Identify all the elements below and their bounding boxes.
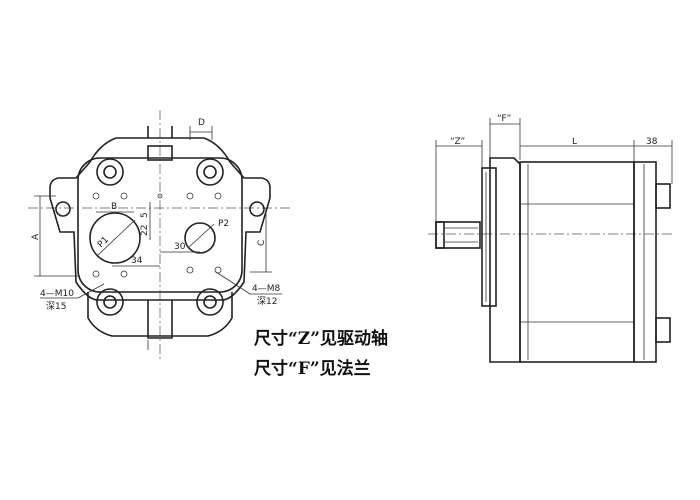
port-p2-label: P2 [218,219,229,229]
dim-30-label: 30 [174,242,186,252]
mount-hole-right [249,201,265,217]
depth-right-label: 深12 [257,296,277,307]
drive-shaft [435,221,481,249]
note-shaft: 尺寸“Z”见驱动轴 [254,328,388,349]
dim-c-label: C [257,240,267,246]
port-p1-label: P1 [96,235,111,250]
dim-34-label: 34 [131,256,143,266]
dim-38-label: 38 [646,137,658,147]
dim-a-label: A [31,233,41,240]
front-view: D B 5 22 34 30 A C P1 P2 4—M10 深15 4—M [28,110,292,362]
bolt-top-left [96,158,124,186]
flange-outline [49,137,271,301]
dim-22-label: 22 [140,225,150,236]
bolt-bottom-left [96,288,124,316]
thread-left-label: 4—M10 [40,289,74,299]
mounting-flange [481,167,497,307]
lower-housing [87,292,233,337]
pump-body [519,161,635,363]
side-view: “Z” “F” L 38 [428,114,673,363]
tapped-holes [92,192,222,278]
note-flange: 尺寸“F”见法兰 [254,358,371,379]
depth-left-label: 深15 [46,301,66,312]
dim-z-label: “Z” [450,137,465,147]
port-p1-circle [89,212,141,264]
dim-f-label: “F” [497,114,511,124]
thread-right-label: 4—M8 [252,284,280,294]
body-square [77,157,243,293]
port-p2-circle [184,222,216,254]
notes: 尺寸“Z”见驱动轴 尺寸“F”见法兰 [254,328,388,379]
dim-b-label: B [111,202,117,212]
dim-l-label: L [572,137,577,147]
front-cover [489,157,521,363]
dim-5-label: 5 [140,212,150,218]
rear-cover [633,161,657,363]
bolt-bottom-right [196,288,224,316]
bolt-top-right [196,158,224,186]
mount-hole-left [55,201,71,217]
dim-d-label: D [198,118,205,128]
